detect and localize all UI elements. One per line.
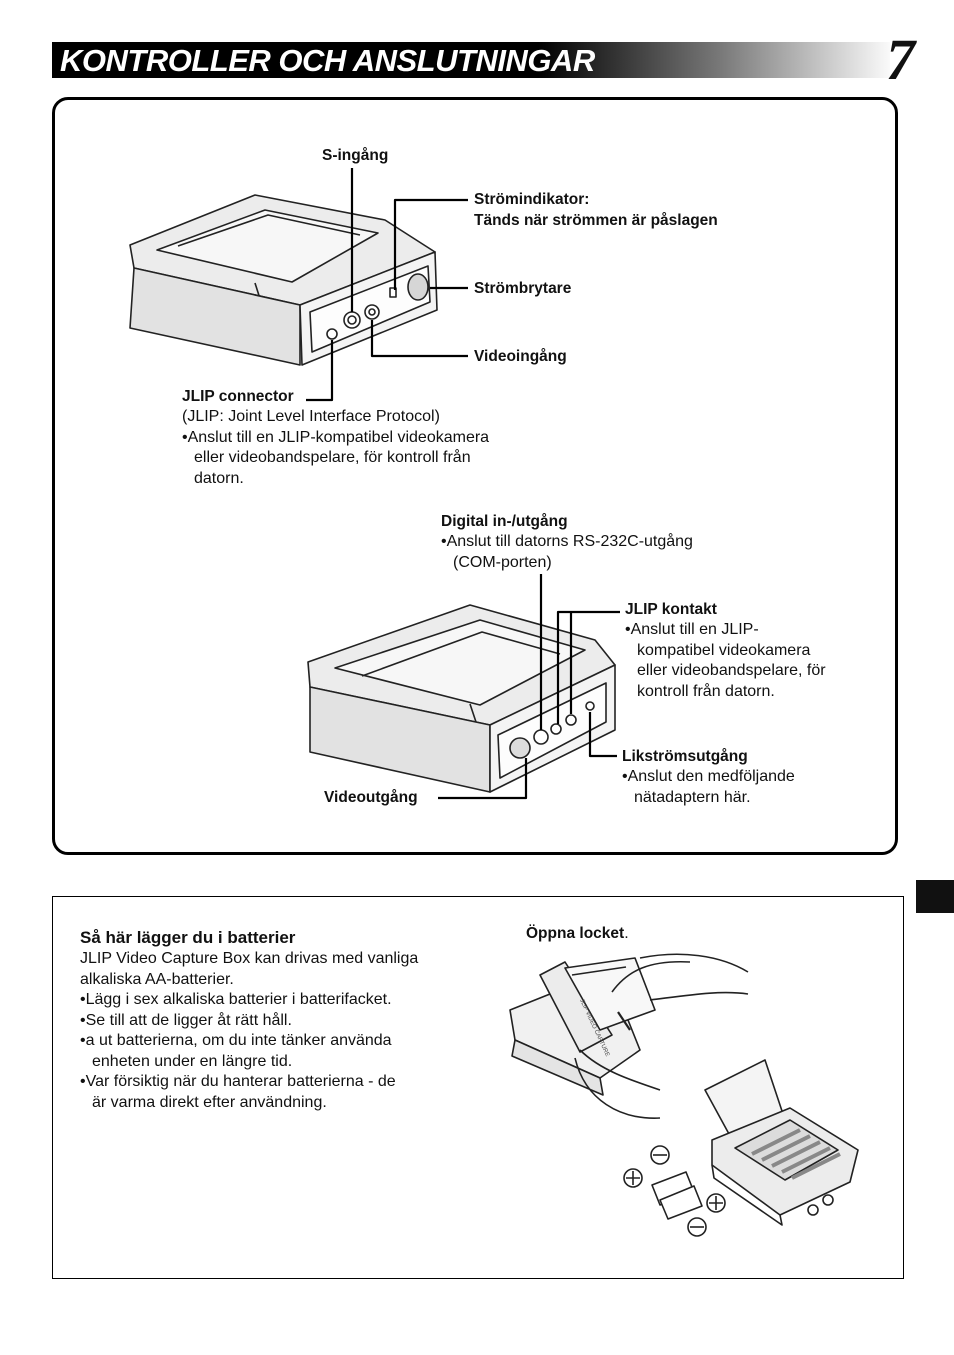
digital-io-label: Digital in-/utgång — [441, 513, 568, 530]
jlip-connector-bullet: •Anslut till en JLIP-kompatibel videokam… — [182, 428, 490, 487]
power-indicator-label: Strömindikator: — [474, 191, 590, 208]
digital-io-bullet: •Anslut till datorns RS-232C-utgång (COM… — [441, 533, 693, 571]
power-indicator-callout: Strömindikator: Tänds när strömmen är på… — [474, 189, 718, 231]
page-number: 7 — [886, 27, 915, 92]
jlip-contact-callout: JLIP kontakt •Anslut till en JLIP- kompa… — [625, 599, 826, 702]
dc-output-label: Likströmsutgång — [622, 748, 748, 765]
video-input-label: Videoingång — [474, 348, 567, 365]
s-input-label: S-ingång — [322, 147, 389, 164]
battery-intro-line-2: alkaliska AA-batterier. — [80, 970, 234, 988]
open-lid-period: . — [624, 925, 629, 942]
jlip-contact-label: JLIP kontakt — [625, 601, 717, 618]
digital-io-callout: Digital in-/utgång •Anslut till datorns … — [441, 511, 693, 573]
power-switch-label: Strömbrytare — [474, 280, 572, 297]
device-bottom-illustration — [307, 604, 616, 793]
jlip-connector-subtitle: (JLIP: Joint Level Interface Protocol) — [182, 408, 440, 425]
controls-panel — [52, 97, 898, 855]
battery-bullet-4: •Var försiktig när du hanterar batterier… — [80, 1073, 396, 1111]
side-tab-marker — [916, 880, 954, 913]
jlip-connector-callout: JLIP connector (JLIP: Joint Level Interf… — [182, 386, 489, 489]
jlip-contact-bullet: •Anslut till en JLIP- kompatibel videoka… — [625, 621, 826, 700]
open-lid-caption: Öppna locket. — [526, 923, 629, 945]
dc-output-callout: Likströmsutgång •Anslut den medföljande … — [622, 746, 795, 808]
device-top-illustration — [129, 194, 438, 366]
jlip-connector-label: JLIP connector — [182, 388, 294, 405]
header-bar — [52, 42, 890, 78]
battery-bullet-1: •Lägg i sex alkaliska batterier i batter… — [80, 991, 392, 1008]
dc-output-bullet: •Anslut den medföljande nätadaptern här. — [622, 768, 795, 806]
battery-bullet-3: •a ut batterierna, om du inte tänker anv… — [80, 1032, 392, 1070]
video-output-label: Videoutgång — [324, 789, 418, 806]
page-title: KONTROLLER OCH ANSLUTNINGAR — [60, 43, 595, 78]
battery-bullet-2: •Se till att de ligger åt rätt håll. — [80, 1011, 292, 1029]
battery-panel — [52, 896, 904, 1279]
power-indicator-description: Tänds när strömmen är påslagen — [474, 212, 718, 229]
battery-section-title: Så här lägger du i batterier — [80, 928, 296, 947]
battery-illustration — [509, 953, 859, 1237]
callout-lines — [306, 168, 620, 800]
battery-intro-line-1: JLIP Video Capture Box kan drivas med va… — [80, 950, 419, 967]
battery-instructions: Så här lägger du i batterier JLIP Video … — [80, 927, 418, 1113]
open-lid-label: Öppna locket — [526, 925, 625, 942]
